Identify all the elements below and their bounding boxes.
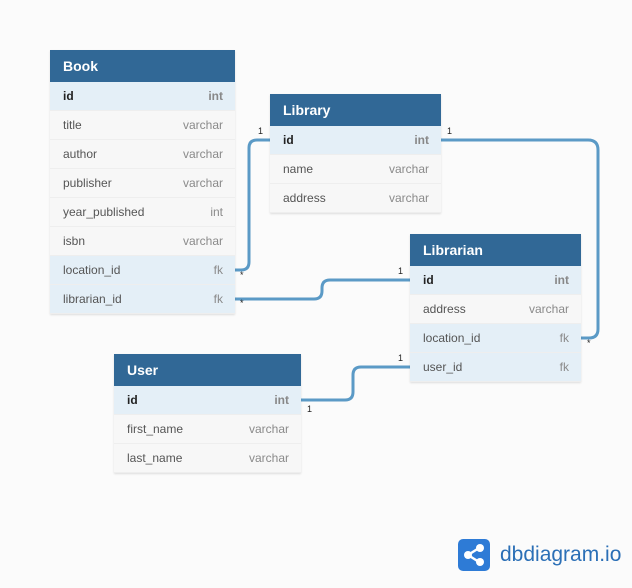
field-name: title	[63, 118, 82, 132]
field-type: fk	[559, 360, 569, 374]
link-user-librarian[interactable]	[300, 365, 410, 402]
field-type: varchar	[248, 451, 289, 465]
table-librarian[interactable]: Librarian id int address varchar location_…	[410, 234, 581, 382]
cardinality-librarian-user: 1	[398, 353, 404, 363]
field-type: varchar	[182, 234, 223, 248]
cardinality-user-id: 1	[307, 404, 313, 414]
field-type: int	[554, 273, 569, 287]
field-name: location_id	[423, 331, 481, 345]
field-type: varchar	[182, 147, 223, 161]
field-type: int	[274, 393, 289, 407]
field-name: first_name	[127, 422, 184, 436]
field-name: user_id	[423, 360, 463, 374]
share-icon	[458, 539, 490, 571]
field-row[interactable]: address varchar	[270, 184, 441, 213]
field-name: id	[63, 89, 74, 103]
field-name: id	[283, 133, 294, 147]
field-type: varchar	[528, 302, 569, 316]
field-row[interactable]: last_name varchar	[114, 444, 301, 473]
table-book[interactable]: Book id int title varchar author varchar pu…	[50, 50, 235, 314]
field-type: varchar	[248, 422, 289, 436]
link-book-librarian[interactable]	[234, 278, 410, 301]
cardinality-librarian-id: 1	[398, 266, 404, 276]
field-name: address	[283, 191, 326, 205]
field-row[interactable]: id int	[50, 82, 235, 111]
field-row[interactable]: location_id fk	[410, 324, 581, 353]
field-name: author	[63, 147, 98, 161]
table-header[interactable]: User	[114, 354, 301, 386]
field-row[interactable]: user_id fk	[410, 353, 581, 382]
field-type: fk	[213, 292, 223, 306]
cardinality-librarian-location: *	[587, 338, 591, 348]
field-name: address	[423, 302, 466, 316]
field-name: year_published	[63, 205, 145, 219]
field-row[interactable]: id int	[114, 386, 301, 415]
field-row[interactable]: title varchar	[50, 111, 235, 140]
cardinality-book-location: *	[240, 270, 244, 280]
cardinality-library-id-right: 1	[447, 126, 453, 136]
field-name: id	[127, 393, 138, 407]
field-row[interactable]: isbn varchar	[50, 227, 235, 256]
field-row[interactable]: year_published int	[50, 198, 235, 227]
field-type: int	[210, 205, 223, 219]
field-type: fk	[213, 263, 223, 277]
table-header[interactable]: Book	[50, 50, 235, 82]
cardinality-book-librarian: *	[240, 298, 244, 308]
field-name: publisher	[63, 176, 112, 190]
field-name: last_name	[127, 451, 183, 465]
field-row[interactable]: id int	[270, 126, 441, 155]
field-type: varchar	[388, 191, 429, 205]
field-row[interactable]: address varchar	[410, 295, 581, 324]
field-name: id	[423, 273, 434, 287]
field-type: fk	[559, 331, 569, 345]
link-book-location-library[interactable]	[234, 138, 270, 272]
field-type: varchar	[182, 176, 223, 190]
cardinality-library-id: 1	[258, 126, 264, 136]
field-type: int	[414, 133, 429, 147]
field-name: isbn	[63, 234, 86, 248]
field-name: name	[283, 162, 314, 176]
field-type: int	[208, 89, 223, 103]
table-header[interactable]: Librarian	[410, 234, 581, 266]
field-type: varchar	[182, 118, 223, 132]
field-row[interactable]: first_name varchar	[114, 415, 301, 444]
field-row[interactable]: publisher varchar	[50, 169, 235, 198]
link-library-librarian-location[interactable]	[441, 138, 600, 340]
field-row[interactable]: librarian_id fk	[50, 285, 235, 314]
field-row[interactable]: location_id fk	[50, 256, 235, 285]
table-header[interactable]: Library	[270, 94, 441, 126]
brand-watermark[interactable]: dbdiagram.io	[458, 539, 621, 571]
field-name: librarian_id	[63, 292, 122, 306]
field-name: location_id	[63, 263, 121, 277]
brand-name: dbdiagram.io	[500, 543, 622, 566]
field-row[interactable]: id int	[410, 266, 581, 295]
table-library[interactable]: Library id int name varchar address varchar	[270, 94, 441, 213]
field-type: varchar	[388, 162, 429, 176]
field-row[interactable]: name varchar	[270, 155, 441, 184]
field-row[interactable]: author varchar	[50, 140, 235, 169]
